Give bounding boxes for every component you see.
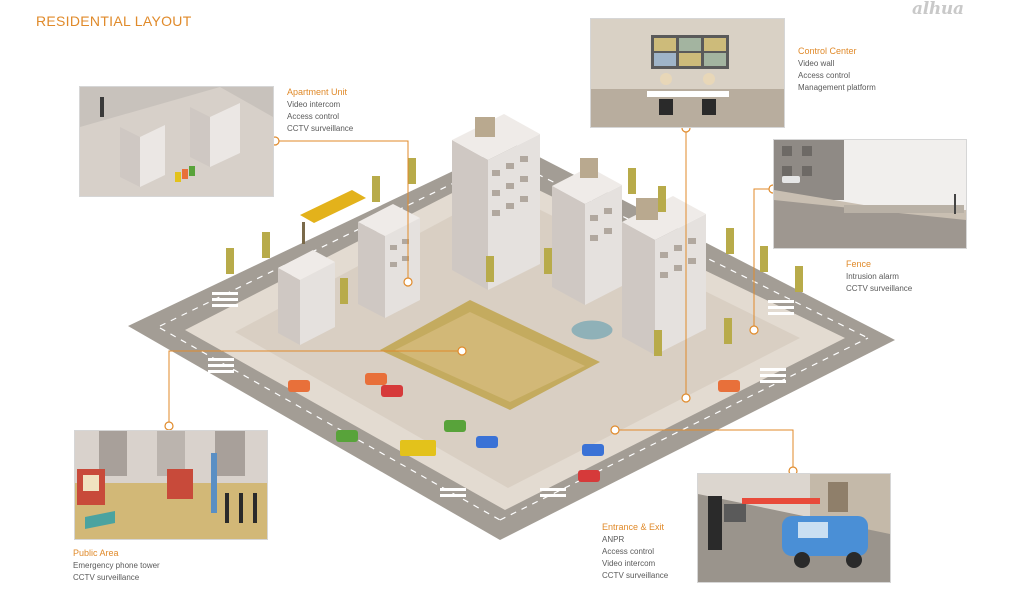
car — [381, 385, 403, 397]
entrance-exit-item: CCTV surveillance — [602, 571, 669, 580]
entrance-exit-item: ANPR — [602, 535, 625, 544]
control-center-item: Management platform — [798, 83, 876, 92]
building-2 — [358, 204, 420, 318]
entrance-exit-item: Video intercom — [602, 559, 656, 568]
fence-item: CCTV surveillance — [846, 284, 913, 293]
fence-image — [773, 139, 967, 249]
apartment-unit-title: Apartment Unit — [287, 87, 348, 97]
entrance-exit-title: Entrance & Exit — [602, 522, 665, 532]
fence-title: Fence — [846, 259, 872, 269]
public-area-title: Public Area — [73, 548, 119, 558]
brand-logo: alhua — [912, 0, 964, 19]
entrance-exit-item: Access control — [602, 547, 655, 556]
connector-entrance — [615, 429, 794, 471]
apartment-unit-item: CCTV surveillance — [287, 124, 354, 133]
control-center-image — [590, 18, 785, 128]
car — [288, 380, 310, 392]
building-3 — [452, 114, 540, 290]
building-1 — [278, 250, 335, 345]
apartment-unit-label: Apartment Unit Video intercom Access con… — [287, 86, 353, 135]
fence-label: Fence Intrusion alarm CCTV surveillance — [846, 258, 912, 295]
building-5 — [622, 196, 706, 355]
fountain — [568, 317, 616, 343]
public-area-item: CCTV surveillance — [73, 573, 140, 582]
connector-public — [168, 350, 462, 426]
fence-item: Intrusion alarm — [846, 272, 899, 281]
car — [718, 380, 740, 392]
control-center-label: Control Center Video wall Access control… — [798, 45, 876, 94]
car — [582, 444, 604, 456]
page-title: RESIDENTIAL LAYOUT — [36, 13, 192, 29]
apartment-unit-item: Video intercom — [287, 100, 341, 109]
truck — [400, 440, 436, 456]
entrance-exit-image — [697, 473, 891, 583]
control-center-item: Access control — [798, 71, 851, 80]
car — [365, 373, 387, 385]
car — [444, 420, 466, 432]
public-area-item: Emergency phone tower — [73, 561, 160, 570]
connector-fence — [753, 188, 773, 330]
car — [578, 470, 600, 482]
park-grass — [395, 312, 585, 402]
public-area-label: Public Area Emergency phone tower CCTV s… — [73, 547, 160, 584]
car — [476, 436, 498, 448]
entrance-exit-label: Entrance & Exit ANPR Access control Vide… — [602, 521, 668, 582]
public-area-image — [74, 430, 268, 540]
control-center-title: Control Center — [798, 46, 857, 56]
car — [336, 430, 358, 442]
apartment-unit-item: Access control — [287, 112, 340, 121]
apartment-unit-image — [79, 86, 274, 197]
connector-apartment — [275, 140, 409, 282]
control-center-item: Video wall — [798, 59, 835, 68]
bus-stop — [300, 190, 366, 223]
